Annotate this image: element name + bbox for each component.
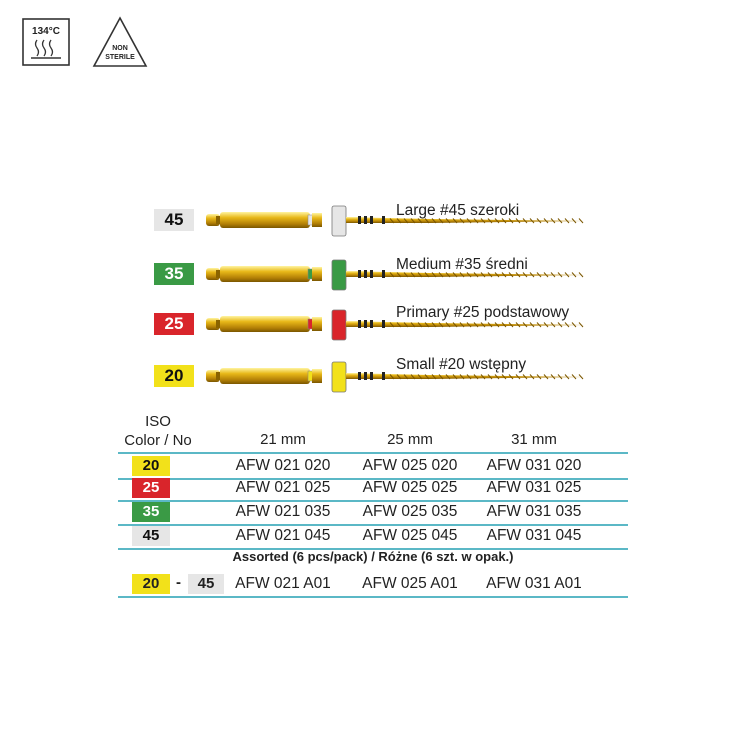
table-row: 20 AFW 021 020 AFW 025 020 AFW 031 020 bbox=[118, 452, 628, 480]
table-cell: AFW 025 025 bbox=[362, 479, 458, 496]
iso-badge: 45 bbox=[132, 526, 170, 546]
table-row: 25 AFW 021 025 AFW 025 025 AFW 031 025 bbox=[118, 476, 628, 502]
table-cell: AFW 021 020 bbox=[235, 457, 331, 474]
table-cell: AFW 025 020 bbox=[362, 457, 458, 474]
table-row: 35 AFW 021 035 AFW 025 035 AFW 031 035 bbox=[118, 500, 628, 526]
rotary-file-drawing bbox=[206, 361, 585, 393]
nonsterile-line1: NON bbox=[112, 45, 128, 52]
assorted-separator: - bbox=[176, 574, 181, 591]
iso-badge: 45 bbox=[154, 209, 194, 231]
header-21mm: 21 mm bbox=[260, 431, 306, 448]
rotary-file-drawing bbox=[206, 309, 585, 341]
table-cell-21mm: AFW 021 A01 bbox=[235, 575, 331, 592]
iso-badge-to: 45 bbox=[188, 574, 224, 594]
non-sterile-icon: NON STERILE bbox=[92, 16, 148, 67]
temperature-label: 134°C bbox=[32, 26, 60, 37]
file-caption: Small #20 wstępny bbox=[396, 356, 527, 373]
rotary-file-drawing bbox=[206, 205, 585, 237]
iso-badge: 20 bbox=[154, 365, 194, 387]
iso-badge: 35 bbox=[132, 502, 170, 522]
header-iso-line1: ISO bbox=[145, 413, 171, 430]
file-row: 45 Large #45 szeroki bbox=[150, 202, 610, 242]
iso-badge: 20 bbox=[132, 456, 170, 476]
file-caption: Primary #25 podstawowy bbox=[396, 304, 570, 321]
file-caption: Medium #35 średni bbox=[396, 256, 528, 273]
table-cell: AFW 031 025 bbox=[486, 479, 582, 496]
autoclave-134c-icon: 134°C bbox=[22, 18, 70, 66]
header-25mm: 25 mm bbox=[387, 431, 433, 448]
file-row: 25 Primary #25 podstawowy bbox=[150, 304, 610, 346]
table-cell: AFW 025 035 bbox=[362, 503, 458, 520]
iso-badge: 25 bbox=[132, 478, 170, 498]
iso-badge: 35 bbox=[154, 263, 194, 285]
nonsterile-line2: STERILE bbox=[105, 54, 135, 61]
table-cell: AFW 031 035 bbox=[486, 503, 582, 520]
header-iso: ISO Color / No bbox=[118, 412, 198, 450]
table-cell-31mm: AFW 031 A01 bbox=[486, 575, 582, 592]
file-row: 20 Small #20 wstępny bbox=[150, 356, 610, 398]
rotary-file-drawing bbox=[206, 259, 585, 291]
table-cell: AFW 025 045 bbox=[362, 527, 458, 544]
iso-badge-from: 20 bbox=[132, 574, 170, 594]
table-cell: AFW 031 020 bbox=[486, 457, 582, 474]
header-iso-line2: Color / No bbox=[124, 432, 192, 449]
file-row: 35 Medium #35 średni bbox=[150, 256, 610, 296]
table-cell: AFW 031 045 bbox=[486, 527, 582, 544]
table-cell: AFW 021 035 bbox=[235, 503, 331, 520]
file-caption: Large #45 szeroki bbox=[396, 202, 520, 219]
table-cell: AFW 021 025 bbox=[235, 479, 331, 496]
table-row: 45 AFW 021 045 AFW 025 045 AFW 031 045 bbox=[118, 524, 628, 550]
table-cell-25mm: AFW 025 A01 bbox=[362, 575, 458, 592]
header-31mm: 31 mm bbox=[511, 431, 557, 448]
assorted-label: Assorted (6 pcs/pack) / Różne (6 szt. w … bbox=[232, 549, 514, 564]
table-row-assorted: 20 - 45 AFW 021 A01 AFW 025 A01 AFW 031 … bbox=[118, 572, 628, 598]
iso-badge: 25 bbox=[154, 313, 194, 335]
table-cell: AFW 021 045 bbox=[235, 527, 331, 544]
